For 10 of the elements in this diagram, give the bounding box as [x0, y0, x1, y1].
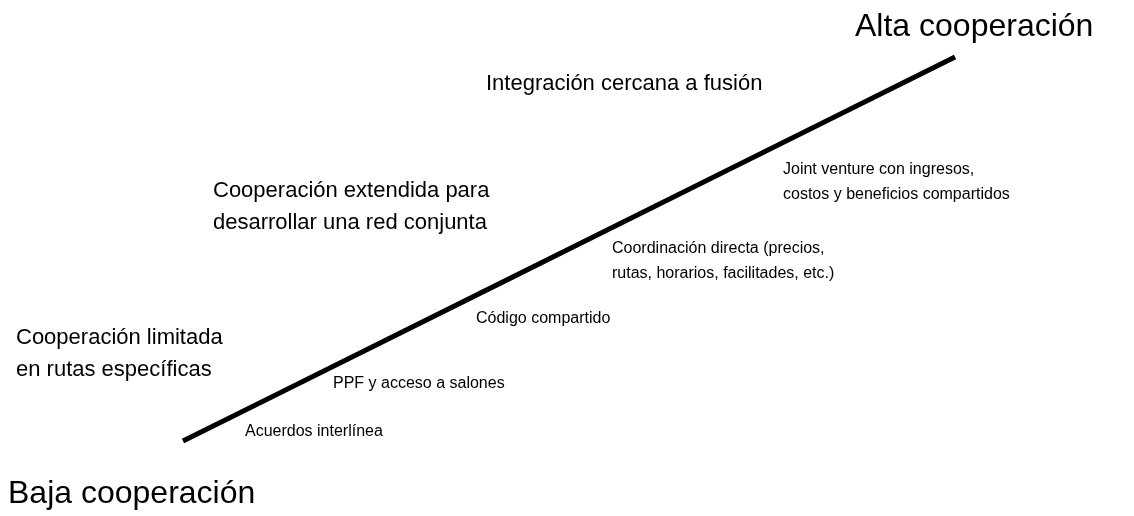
scale-label: Acuerdos interlínea: [245, 421, 383, 441]
scale-label: Baja cooperación: [8, 473, 256, 512]
scale-label: PPF y acceso a salones: [333, 373, 505, 393]
scale-label: Coordinación directa (precios, rutas, horarios, facilitades, etc.): [612, 238, 835, 283]
scale-label: Alta cooperación: [855, 6, 1094, 45]
scale-label: Joint venture con ingresos, costos y beneficios compartidos: [783, 159, 1010, 204]
scale-label: Cooperación extendida para desarrollar una red conjunta: [213, 176, 490, 236]
scale-label: Integración cercana a fusión: [486, 69, 763, 97]
scale-label: Código compartido: [476, 308, 611, 328]
scale-label: Cooperación limitada en rutas específicas: [16, 323, 223, 383]
